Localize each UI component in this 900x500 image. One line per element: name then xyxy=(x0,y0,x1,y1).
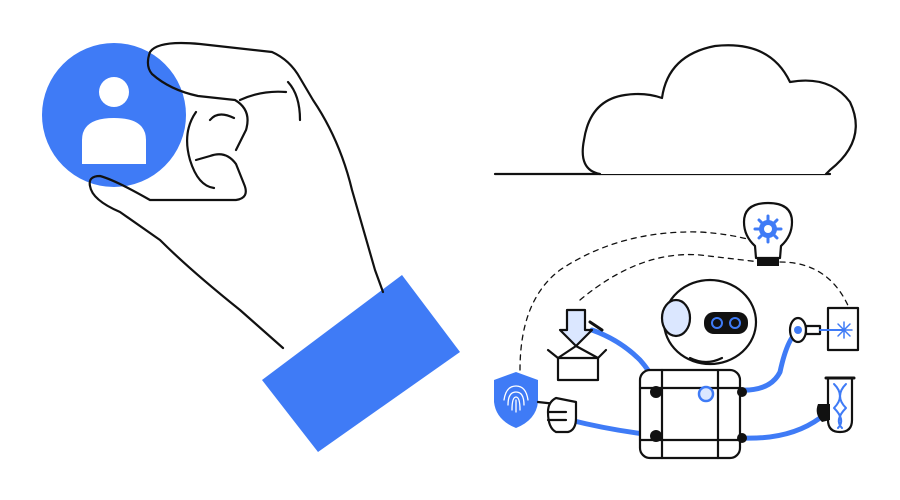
dashed-connector xyxy=(779,261,851,311)
hand-fingers xyxy=(238,80,302,122)
hand-icon xyxy=(88,41,385,350)
sleeve xyxy=(262,275,460,452)
user-avatar-icon xyxy=(42,43,186,187)
robot-gripper-left xyxy=(546,396,578,434)
cloud-icon xyxy=(493,44,857,176)
laser-device-icon xyxy=(788,306,860,352)
fingerprint-shield-icon xyxy=(494,372,558,428)
dashed-connector xyxy=(519,231,781,371)
hand-holding-avatar xyxy=(42,41,460,452)
download-box-icon xyxy=(546,308,608,382)
lightbulb-gear-icon xyxy=(742,201,794,266)
robot-icon xyxy=(638,278,758,460)
dna-test-tube-icon xyxy=(816,376,856,434)
dashed-connector xyxy=(579,253,761,301)
robot-scene xyxy=(494,201,860,460)
